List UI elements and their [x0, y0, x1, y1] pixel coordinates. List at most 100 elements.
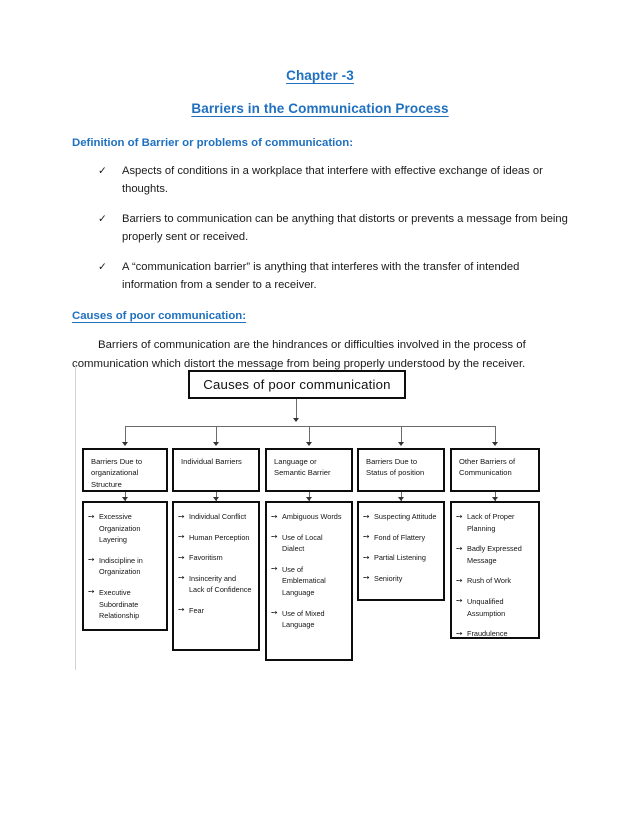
flowchart-detail-box-4: ➙Suspecting Attitude➙Fond of Flattery➙Pa… — [357, 501, 445, 601]
arrow-bullet-icon: ➙ — [178, 511, 185, 521]
flowchart-detail-item: ➙Individual Conflict — [178, 511, 253, 523]
connector-bus-drop — [216, 426, 217, 444]
flowchart-detail-item: ➙Rush of Work — [456, 575, 533, 587]
document-title-text: Barriers in the Communication Process — [191, 101, 449, 116]
document-title: Barriers in the Communication Process — [72, 101, 568, 116]
arrow-bullet-icon: ➙ — [363, 573, 370, 583]
flowchart-detail-item-label: Seniority — [374, 573, 403, 583]
flowchart-category-box-1: Barriers Due to organizational Structure — [82, 448, 168, 492]
connector-arrowhead — [305, 497, 312, 501]
flowchart-detail-item: ➙ Use of Emblematical Language — [271, 564, 346, 599]
arrow-bullet-icon: ➙ — [456, 543, 463, 553]
flowchart-detail-item-label: Fear — [189, 605, 205, 615]
arrow-bullet-icon: ➙ — [178, 605, 185, 615]
flowchart-detail-item-label: Ambiguous Words — [282, 512, 342, 521]
flowchart-category-box-4: Barriers Due to Status of position — [357, 448, 445, 492]
flowchart-detail-item-label: Unqualified Assumption — [467, 596, 506, 618]
flowchart-detail-item-label: Human Perception — [189, 532, 250, 542]
arrow-bullet-icon: ➙ — [456, 511, 463, 521]
flowchart-detail-item: ➙Fraudulence — [456, 628, 533, 640]
flowchart-detail-box-5: ➙ Lack of Proper Planning ➙Badly Expressed… — [450, 501, 540, 639]
arrow-bullet-icon: ➙ — [178, 532, 185, 542]
connector-arrowhead — [292, 418, 299, 422]
definition-bullet-text: Aspects of conditions in a workplace tha… — [122, 165, 543, 195]
flowchart-detail-item: ➙Badly Expressed Message — [456, 543, 533, 566]
heading-causes: Causes of poor communication: — [72, 310, 568, 322]
definition-bullet-text: A “communication barrier” is anything th… — [122, 261, 520, 291]
connector-arrowhead — [212, 497, 219, 501]
flowchart-detail-box-3: ➙Ambiguous Words➙Use of Local Dialect➙Us… — [265, 501, 353, 661]
flowchart-detail-item: ➙Insincerity and Lack of Confidence — [178, 573, 253, 596]
arrow-bullet-icon: ➙ — [271, 608, 278, 618]
flowchart-detail-item: ➙ Executive Subordinate Relationship — [88, 587, 161, 622]
flowchart-category-box-5: Other Barriers of Communication — [450, 448, 540, 492]
flowchart-category-label: Barriers Due to organizational Structure — [91, 457, 143, 489]
flowchart-detail-item: ➙Fond of Flattery — [363, 532, 438, 544]
flowchart-category-label: Other Barriers of Communication — [459, 457, 516, 478]
connector-category-drop — [216, 492, 217, 501]
document-text-body: Chapter -3 Barriers in the Communication… — [72, 68, 568, 374]
flowchart-detail-item: ➙ Fear — [178, 605, 253, 617]
connector-arrowhead — [121, 497, 128, 501]
connector-bus-drop — [401, 426, 402, 444]
arrow-bullet-icon: ➙ — [88, 587, 95, 597]
flowchart-detail-item: ➙ Lack of Proper Planning — [456, 511, 533, 534]
connector-arrowhead — [491, 442, 498, 446]
flowchart-detail-item-label: Fond of Flattery — [374, 532, 426, 542]
arrow-bullet-icon: ➙ — [456, 596, 463, 606]
arrow-bullet-icon: ➙ — [271, 511, 278, 521]
connector-bus — [125, 426, 495, 427]
definition-bullet-item: ✓A “communication barrier” is anything t… — [72, 259, 568, 294]
flowchart-category-label: Barriers Due to Status of position — [366, 457, 425, 478]
connector-category-drop — [495, 492, 496, 501]
checkmark-icon: ✓ — [98, 213, 107, 225]
arrow-bullet-icon: ➙ — [363, 511, 370, 521]
arrow-bullet-icon: ➙ — [271, 564, 278, 574]
arrow-bullet-icon: ➙ — [88, 555, 95, 565]
flowchart-detail-item-label: Partial Listening — [374, 553, 426, 563]
definition-bullet-text: Barriers to communication can be anythin… — [122, 213, 568, 243]
connector-arrowhead — [212, 442, 219, 446]
connector-category-drop — [125, 492, 126, 501]
chapter-title: Chapter -3 — [72, 68, 568, 83]
connector-arrowhead — [305, 442, 312, 446]
definition-bullet-item: ✓ Barriers to communication can be anythi… — [72, 211, 568, 246]
connector-arrowhead — [121, 442, 128, 446]
flowchart-category-label: Language or Semantic Barrier — [274, 457, 331, 478]
image-left-rule — [75, 365, 76, 670]
flowchart-detail-item-label: Use of Local Dialect — [282, 532, 323, 554]
flowchart-detail-item: ➙ Indiscipline in Organization — [88, 555, 161, 578]
arrow-bullet-icon: ➙ — [456, 575, 463, 585]
flowchart-category-box-3: Language or Semantic Barrier — [265, 448, 353, 492]
flowchart-root-box: Causes of poor communication — [188, 370, 406, 399]
heading-definition: Definition of Barrier or problems of com… — [72, 137, 568, 149]
flowchart-detail-item-label: Fraudulence — [467, 629, 508, 639]
flowchart-detail-box-2: ➙Individual Conflict➙Human Perception➙Fa… — [172, 501, 260, 651]
chapter-title-text: Chapter -3 — [286, 68, 354, 83]
arrow-bullet-icon: ➙ — [88, 511, 95, 521]
connector-bus-drop — [125, 426, 126, 444]
causes-paragraph: Barriers of communication are the hindra… — [72, 339, 526, 370]
flowchart-detail-item: ➙Use of Local Dialect — [271, 532, 346, 555]
flowchart-category-box-2: Individual Barriers — [172, 448, 260, 492]
flowchart-detail-item-label: Excessive Organization Layering — [99, 512, 141, 545]
flowchart-detail-item-label: Use of Emblematical Language — [282, 564, 326, 597]
flowchart-detail-item-label: Lack of Proper Planning — [467, 512, 515, 533]
flowchart-category-label: Individual Barriers — [181, 457, 242, 466]
heading-causes-text: Causes of poor communication: — [72, 310, 247, 322]
flowchart-detail-item-label: Indiscipline in Organization — [99, 555, 143, 577]
connector-arrowhead — [491, 497, 498, 501]
flowchart-detail-item: ➙ Human Perception — [178, 532, 253, 544]
connector-arrowhead — [397, 442, 404, 446]
flowchart-detail-item: ➙ Use of Mixed Language — [271, 608, 346, 631]
definition-bullet-list: ✓ Aspects of conditions in a workplace th… — [72, 163, 568, 294]
connector-bus-drop — [309, 426, 310, 444]
flowchart-detail-item: ➙ Ambiguous Words — [271, 511, 346, 523]
flowchart-detail-item-label: Executive Subordinate Relationship — [99, 587, 140, 621]
flowchart-detail-item: ➙ Unqualified Assumption — [456, 596, 533, 619]
causes-flowchart: Causes of poor communication Barriers Du… — [60, 360, 580, 670]
connector-category-drop — [309, 492, 310, 501]
flowchart-detail-item-label: Use of Mixed Language — [282, 608, 325, 630]
arrow-bullet-icon: ➙ — [178, 552, 185, 562]
